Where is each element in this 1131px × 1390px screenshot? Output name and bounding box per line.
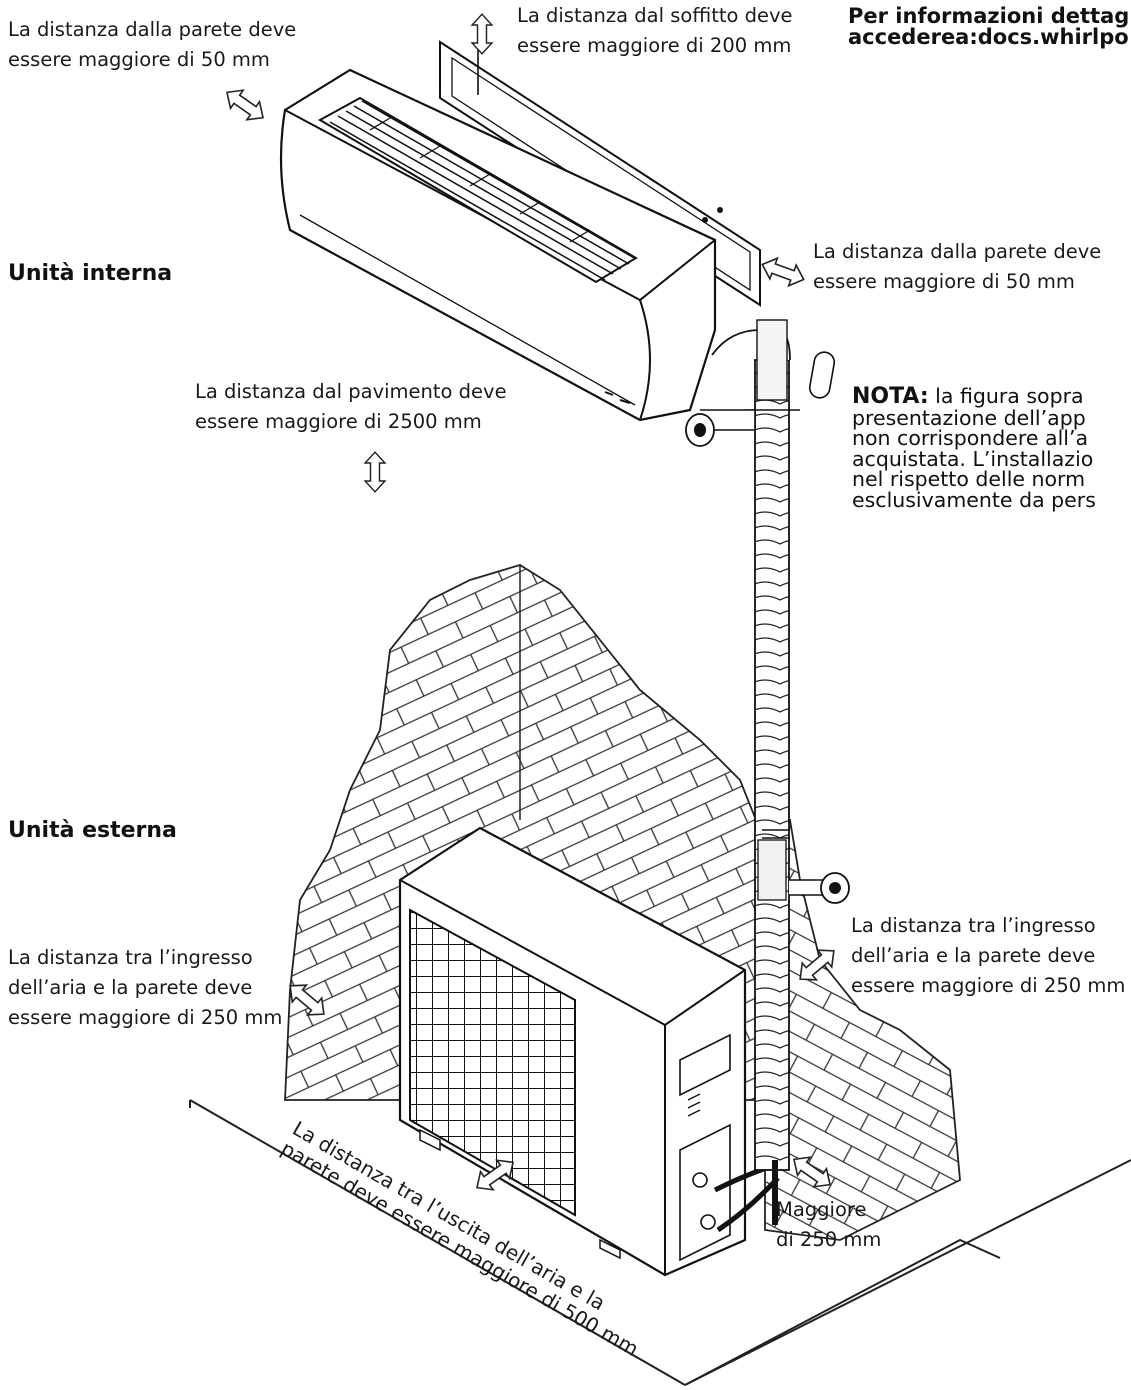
floor-slab bbox=[190, 1100, 1131, 1390]
floor-clearance-label: La distanza dal pavimento deve essere ma… bbox=[195, 380, 507, 433]
arrow-wall-left-icon bbox=[219, 82, 271, 128]
brick-wall-right bbox=[764, 818, 961, 1241]
info-header-line-1: Per informazioni dettag bbox=[848, 4, 1130, 28]
side-clearance-label: Maggiore di 250 mm bbox=[776, 1198, 882, 1251]
air-inlet-left-label: La distanza tra l’ingresso dell’aria e l… bbox=[8, 946, 283, 1029]
pipe-clamp-upper bbox=[685, 409, 756, 447]
pipe-sleeve bbox=[808, 351, 836, 399]
ceiling-clearance-label: La distanza dal soffitto deve essere mag… bbox=[517, 4, 793, 57]
arrow-wall-right-icon bbox=[757, 253, 809, 291]
indoor-unit-heading: Unità interna bbox=[8, 261, 173, 286]
floor-outline bbox=[189, 1099, 1001, 1386]
note-block: NOTA: la figura sopra presentazione dell… bbox=[852, 386, 1096, 510]
note-line-1: presentazione dell’app bbox=[852, 405, 1086, 430]
note-line-2: non corrispondere all’a bbox=[852, 426, 1089, 450]
air-inlet-right-label: La distanza tra l’ingresso dell’aria e l… bbox=[851, 914, 1126, 997]
arrow-ceiling-icon bbox=[471, 13, 493, 55]
refrigerant-pipe bbox=[711, 319, 800, 1225]
wall-clearance-left-label: La distanza dalla parete deve essere mag… bbox=[8, 18, 297, 71]
note-line-0: la figura sopra bbox=[928, 384, 1084, 408]
note-line-3: acquistata. L’installazio bbox=[852, 446, 1094, 471]
arrow-floor-icon bbox=[364, 451, 386, 493]
note-line-5: esclusivamente da pers bbox=[852, 487, 1096, 512]
outdoor-unit bbox=[398, 826, 780, 1277]
note-title: NOTA: bbox=[852, 384, 929, 409]
outdoor-grille bbox=[409, 908, 576, 1217]
floor-edge-right bbox=[684, 1159, 1131, 1386]
info-header: Per informazioni dettag accederea:docs.w… bbox=[848, 6, 1129, 48]
info-header-line-2: accederea:docs.whirlpo bbox=[848, 25, 1129, 49]
wall-clearance-right-label: La distanza dalla parete deve essere mag… bbox=[813, 240, 1102, 293]
pipe-clamp-lower bbox=[789, 872, 850, 904]
note-line-4: nel rispetto delle norm bbox=[852, 467, 1086, 491]
indoor-unit bbox=[279, 68, 717, 422]
indoor-vent bbox=[317, 96, 638, 284]
outdoor-unit-heading: Unità esterna bbox=[8, 818, 177, 843]
